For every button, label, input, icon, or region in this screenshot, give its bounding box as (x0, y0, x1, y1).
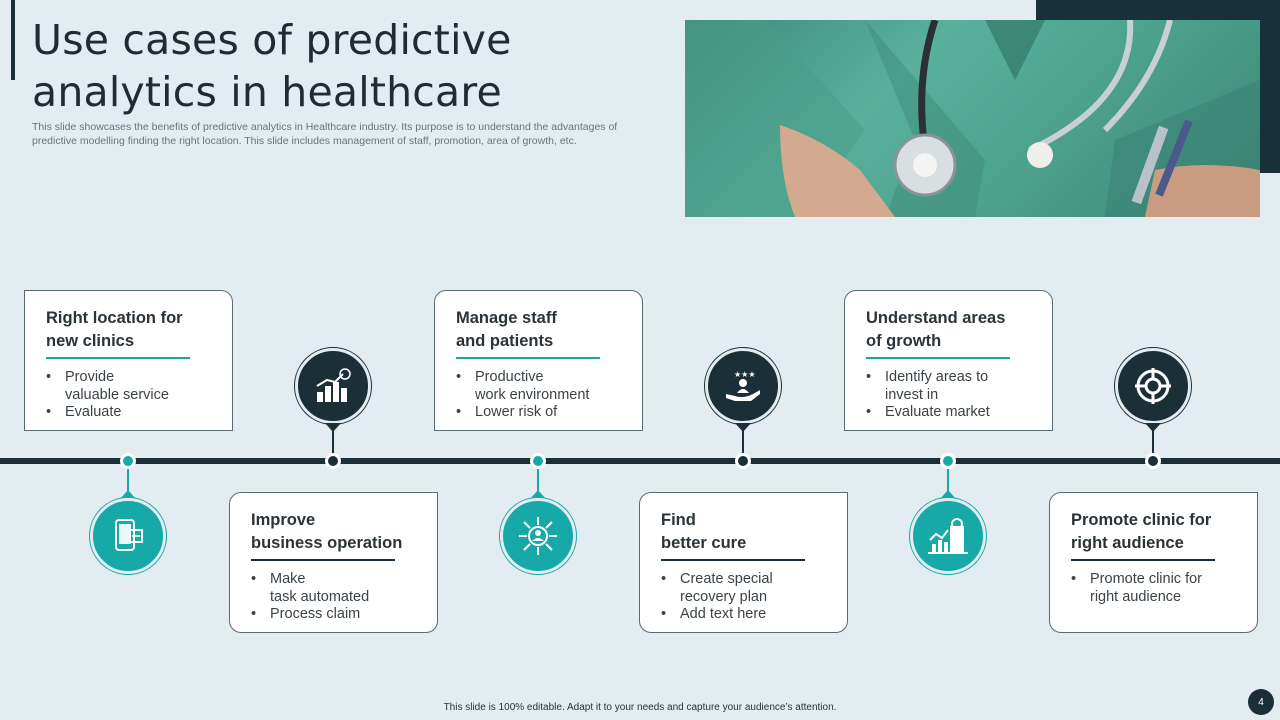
bullet-item: Process claim (251, 606, 425, 624)
timeline-dot-dark (735, 453, 751, 469)
card-underline (866, 357, 1010, 359)
card-underline (46, 357, 190, 359)
connector-stem (742, 430, 744, 455)
pin-tip (120, 490, 136, 499)
bullet-item: Evaluate (46, 404, 220, 422)
bullet-list: Productive work environment Lower risk o… (456, 369, 630, 422)
card-underline (661, 559, 805, 561)
bullet-list: Identify areas to invest in Evaluate mar… (866, 369, 1040, 422)
card-understand-growth: Understand areas of growth Identify area… (844, 290, 1053, 431)
timeline-dot-teal (120, 453, 136, 469)
page-title: Use cases of predictive analytics in hea… (32, 16, 512, 116)
card-underline (456, 357, 600, 359)
growth-chart-icon (295, 348, 371, 424)
page-number-badge: 4 (1248, 689, 1274, 715)
bullet-item: Create special recovery plan (661, 571, 835, 606)
bullet-item: Promote clinic for right audience (1071, 571, 1245, 606)
card-right-location: Right location for new clinics Provide v… (24, 290, 233, 431)
mobile-document-icon (90, 498, 166, 574)
timeline-dot-dark (325, 453, 341, 469)
card-title: Promote clinic for right audience (1071, 511, 1212, 552)
network-person-icon (500, 498, 576, 574)
bullet-list: Provide valuable service Evaluate (46, 369, 220, 422)
timeline-bar (0, 458, 1280, 464)
pin-tip (940, 490, 956, 499)
bullet-item: Lower risk of (456, 404, 630, 422)
footer-note: This slide is 100% editable. Adapt it to… (443, 702, 837, 713)
title-accent-bar (11, 0, 15, 80)
svg-text:★★★: ★★★ (734, 370, 756, 379)
timeline-dot-teal (530, 453, 546, 469)
connector-stem (127, 469, 129, 493)
pin-tip (325, 423, 341, 432)
pin-tip (1145, 423, 1161, 432)
bullet-item: Add text here (661, 606, 835, 624)
bullet-item: Identify areas to invest in (866, 369, 1040, 404)
pin-tip (735, 423, 751, 432)
pin-tip (530, 490, 546, 499)
timeline-dot-teal (940, 453, 956, 469)
bullet-item: Productive work environment (456, 369, 630, 404)
connector-stem (332, 430, 334, 455)
card-underline (251, 559, 395, 561)
card-find-cure: Find better cure Create special recovery… (639, 492, 848, 633)
bullet-item: Evaluate market (866, 404, 1040, 422)
card-title: Improve business operation (251, 511, 403, 552)
card-title: Understand areas of growth (866, 309, 1006, 350)
card-title: Right location for new clinics (46, 309, 183, 350)
card-manage-staff: Manage staff and patients Productive wor… (434, 290, 643, 431)
card-improve-operation: Improve business operation Make task aut… (229, 492, 438, 633)
bullet-item: Provide valuable service (46, 369, 220, 404)
page-subtitle: This slide showcases the benefits of pre… (32, 121, 618, 147)
connector-stem (947, 469, 949, 493)
card-title: Manage staff and patients (456, 309, 557, 350)
bullet-list: Create special recovery plan Add text he… (661, 571, 835, 624)
bullet-list: Promote clinic for right audience (1071, 571, 1245, 606)
bullet-item: Make task automated (251, 571, 425, 606)
bullet-list: Make task automated Process claim (251, 571, 425, 624)
card-underline (1071, 559, 1215, 561)
timeline-dot-dark (1145, 453, 1161, 469)
doctor-stethoscope-photo (685, 20, 1260, 217)
card-promote-clinic: Promote clinic for right audience Promot… (1049, 492, 1258, 633)
target-icon (1115, 348, 1191, 424)
card-title: Find better cure (661, 511, 747, 552)
finance-building-icon (910, 498, 986, 574)
connector-stem (1152, 430, 1154, 455)
connector-stem (537, 469, 539, 493)
hand-person-stars-icon: ★★★ (705, 348, 781, 424)
